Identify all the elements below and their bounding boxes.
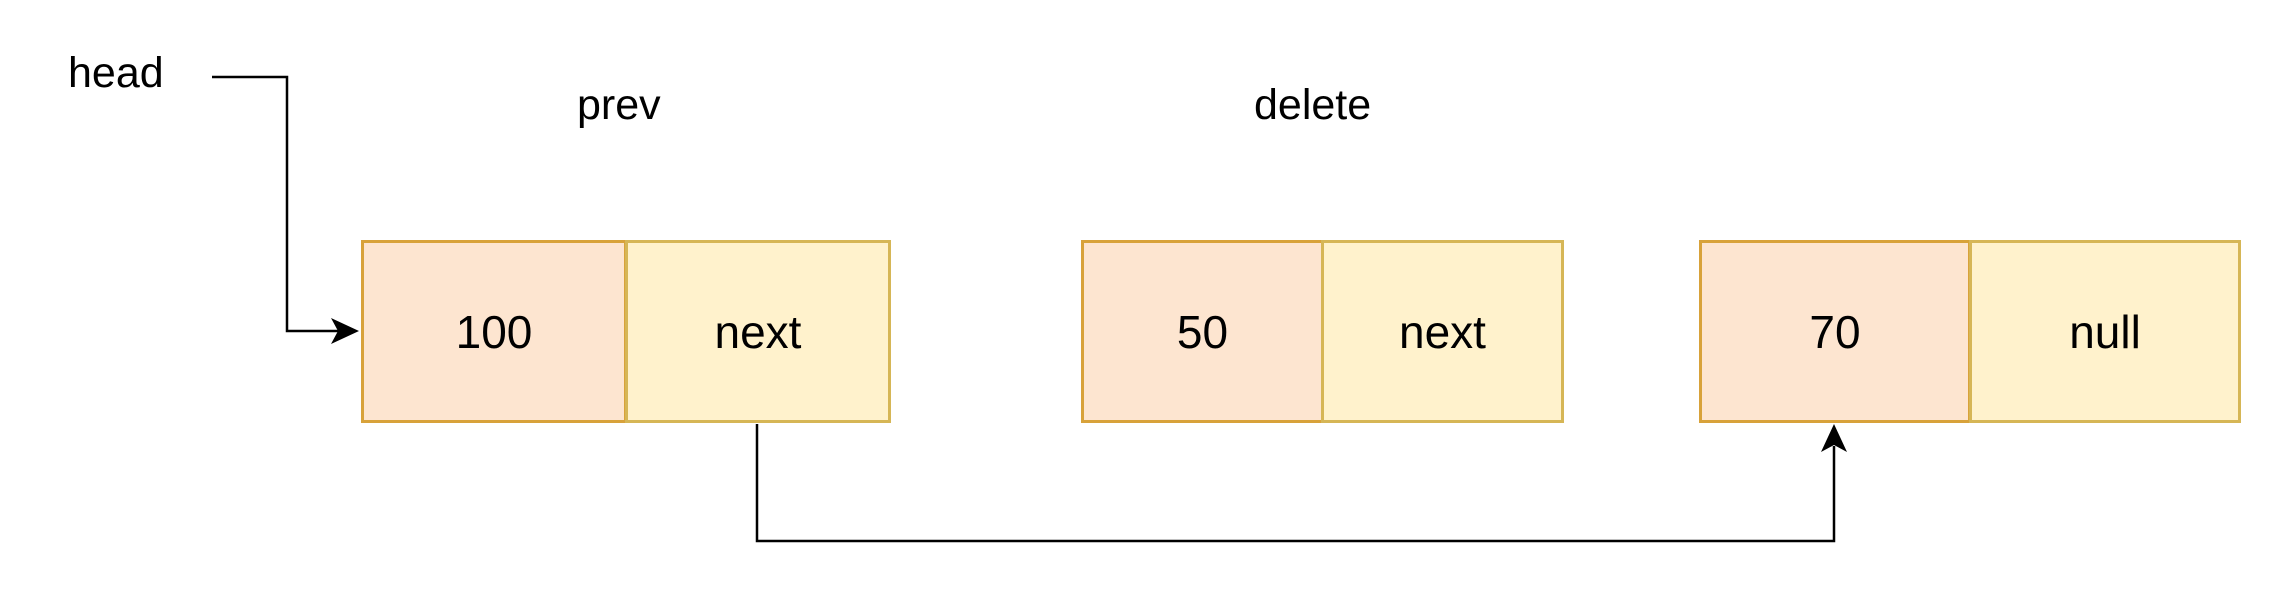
node-pointer-cell: next — [625, 240, 891, 423]
bypass-arrowhead — [1821, 424, 1847, 452]
node-value-cell: 50 — [1081, 240, 1324, 423]
node-pointer-cell: next — [1321, 240, 1564, 423]
head-arrowhead — [331, 318, 359, 344]
node-value-cell: 100 — [361, 240, 627, 423]
node-pointer-cell: null — [1969, 240, 2241, 423]
head-label: head — [68, 49, 164, 97]
head-arrow-line — [212, 75, 338, 333]
bypass-arrow-line — [755, 424, 1836, 543]
node-value-cell: 70 — [1699, 240, 1971, 423]
prev-label: prev — [577, 81, 661, 129]
delete-label: delete — [1254, 81, 1372, 129]
